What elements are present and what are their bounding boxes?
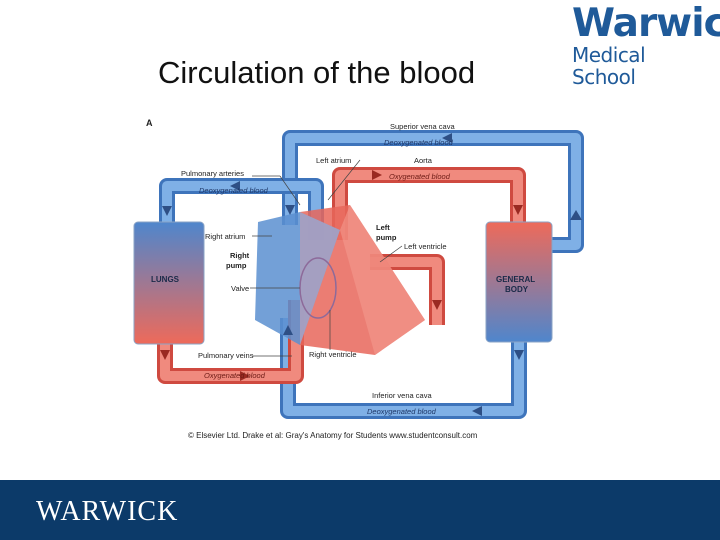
leader-lines (250, 159, 403, 357)
logo-medical-school-text: Medical School (572, 43, 646, 89)
heart (255, 205, 425, 355)
label-oxygenated-bottom: Oxygenated blood (204, 371, 266, 380)
label-left-atrium: Left atrium (316, 156, 351, 165)
label-deoxygenated-top: Deoxygenated blood (384, 138, 454, 147)
warwick-medical-school-logo: Warwick Medical School (572, 1, 720, 89)
flow-arrows (162, 133, 582, 416)
label-deoxygenated-bottom: Deoxygenated blood (367, 407, 437, 416)
arrow-ivc-left (472, 406, 482, 416)
label-aorta: Aorta (414, 156, 433, 165)
label-right-ventricle: Right ventricle (309, 350, 357, 359)
label-pulmonary-arteries: Pulmonary arteries (181, 169, 244, 178)
arrow-pa-down (162, 206, 172, 216)
label-lungs: LUNGS (151, 275, 180, 284)
label-general-body-2: BODY (505, 285, 529, 294)
general-body-box (485, 221, 553, 343)
label-general-body-1: GENERAL (496, 275, 535, 284)
arrow-lungs-down (160, 350, 170, 360)
label-pulmonary-veins: Pulmonary veins (198, 351, 254, 360)
footer-warwick-logo: WARWICK (36, 496, 179, 527)
label-right-pump-2: pump (226, 261, 247, 270)
arrow-svc-up (570, 210, 582, 220)
label-left-pump-2: pump (376, 233, 397, 242)
panel-letter: A (146, 118, 153, 128)
arrow-svc-left (442, 133, 452, 143)
label-right-pump-1: Right (230, 251, 250, 260)
label-left-pump-1: Left (376, 223, 390, 232)
label-inferior-vena-cava: Inferior vena cava (372, 391, 432, 400)
footer-bar (0, 480, 720, 540)
label-left-ventricle: Left ventricle (404, 242, 447, 251)
arrow-aorta-right (372, 170, 382, 180)
circulation-diagram: A Superior vena cava Deoxygenated blood … (133, 118, 584, 440)
arrow-lv-down (432, 300, 442, 310)
label-deoxygenated-left: Deoxygenated blood (199, 186, 269, 195)
arrow-aorta-down (513, 205, 523, 215)
flow-arrows-red (160, 170, 523, 381)
logo-warwick-text: Warwick (572, 1, 720, 46)
copyright-text: © Elsevier Ltd. Drake et al: Gray's Anat… (188, 431, 478, 440)
arrow-pv-right (240, 371, 250, 381)
label-oxygenated-aorta: Oxygenated blood (389, 172, 451, 181)
label-right-atrium: Right atrium (205, 232, 245, 241)
label-superior-vena-cava: Superior vena cava (390, 122, 455, 131)
superior-vena-cava-vessel (282, 130, 584, 253)
label-valve: Valve (231, 284, 249, 293)
arrow-body-down (514, 350, 524, 360)
lungs-box (133, 221, 205, 345)
arrow-pa-left (230, 181, 240, 191)
arrow-ivc-up (283, 325, 293, 335)
arrow-svc-down (285, 205, 295, 215)
slide-title: Circulation of the blood (158, 55, 476, 90)
